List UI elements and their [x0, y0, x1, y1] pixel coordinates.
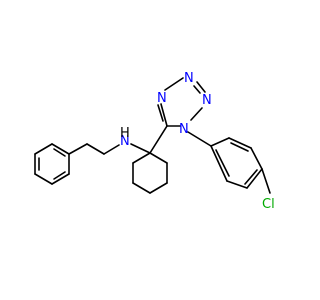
chlorophenyl-bond: [226, 180, 248, 189]
chlorophenyl-bond: [250, 147, 263, 170]
chain-bond: [68, 143, 88, 155]
cyclohexane-bond: [149, 152, 168, 164]
cyclohexane-bond: [132, 152, 151, 164]
link-bond: [149, 125, 168, 154]
tetrazole-bond: [190, 107, 203, 121]
chain-bond: [103, 144, 120, 155]
tetrazole-bond: [196, 81, 206, 93]
phenyl-bond: [34, 143, 53, 155]
cyclohexane-bond: [132, 182, 151, 194]
tetrazole-n2-label: N: [202, 93, 212, 108]
phenyl-bond: [51, 143, 70, 155]
phenyl-double-bond: [53, 148, 66, 157]
phenyl-double-bond: [53, 171, 66, 180]
atom-labels: N H N N N N Cl: [120, 71, 275, 212]
tetrazole-bond: [160, 103, 168, 127]
chain-bond: [86, 143, 105, 155]
chain-bond: [130, 143, 151, 154]
aryl-link-bond: [187, 131, 212, 147]
c-cl-bond: [261, 168, 271, 194]
chlorophenyl-double-bond: [244, 169, 258, 185]
tetrazole-double-bond: [157, 104, 164, 122]
bonds: [34, 77, 271, 194]
tetrazole-n3-label: N: [184, 71, 194, 86]
molecule-drawing: N H N N N N Cl: [34, 71, 275, 212]
chlorine-label: Cl: [262, 197, 275, 212]
amine-nitrogen-label: N: [120, 134, 130, 149]
amine-hydrogen-label: H: [120, 126, 130, 141]
structure-canvas: N H N N N N Cl: [34, 71, 275, 212]
phenyl-bond: [34, 173, 53, 185]
tetrazole-double-bond: [193, 85, 201, 94]
tetrazole-n1-label: N: [179, 122, 189, 137]
tetrazole-n4-label: N: [157, 91, 167, 106]
chlorophenyl-bond: [210, 137, 230, 147]
phenyl-bond: [51, 173, 70, 185]
chlorophenyl-bond: [228, 137, 252, 149]
tetrazole-bond: [164, 77, 184, 91]
chlorophenyl-double-bond: [230, 142, 249, 152]
cyclohexane-bond: [149, 182, 168, 194]
chlorophenyl-double-bond: [215, 149, 230, 177]
chlorophenyl-bond: [210, 145, 228, 182]
chlorophenyl-bond: [246, 168, 263, 189]
